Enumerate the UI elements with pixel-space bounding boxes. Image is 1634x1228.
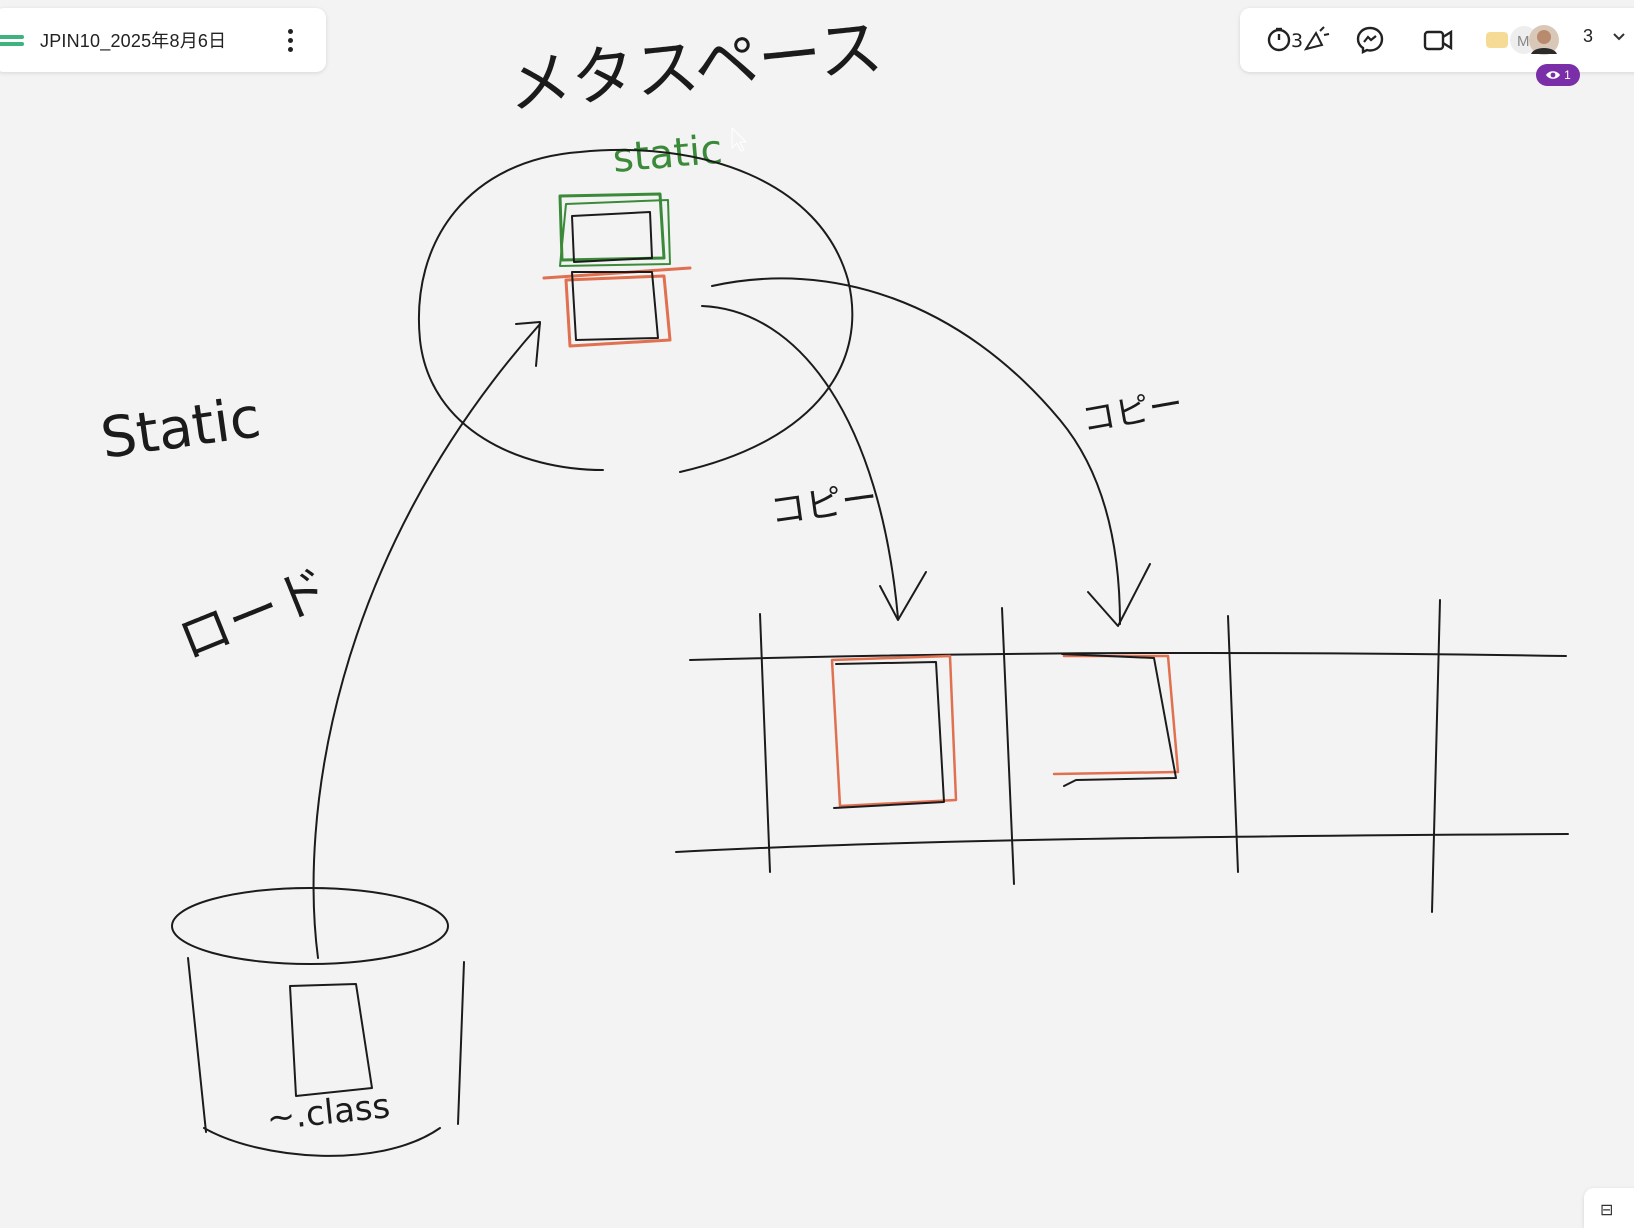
bucket-right — [457, 961, 465, 1125]
static-box-green — [558, 192, 666, 262]
cursor-icon — [731, 127, 747, 152]
copy-arrowhead-2 — [1087, 563, 1151, 627]
timer-icon: 3 — [1267, 26, 1330, 52]
bucket-bottom — [203, 1127, 441, 1157]
object-box-inner — [571, 271, 659, 341]
video-call-button[interactable] — [1420, 24, 1456, 56]
load-arrowhead — [515, 321, 541, 367]
panel-icon: ⊟ — [1600, 1200, 1614, 1219]
collaborators-count[interactable]: 3 — [1583, 26, 1594, 46]
board-title-card[interactable]: JPIN10_2025年8月6日 — [0, 8, 326, 72]
avatar: M — [1486, 25, 1559, 55]
static-box-green-2 — [559, 199, 671, 267]
heading-metaspace: メタスペース — [504, 11, 886, 124]
more-vertical-icon[interactable] — [284, 25, 296, 55]
load-label: ロード — [170, 558, 337, 672]
static-side-label: Static — [97, 385, 265, 472]
collaborators-avatars[interactable]: M — [1484, 24, 1574, 56]
array-object-1 — [833, 661, 945, 809]
array-divider-2 — [1001, 607, 1015, 885]
chevron-down-icon[interactable] — [1612, 32, 1626, 42]
viewers-badge[interactable]: 1 — [1536, 64, 1580, 86]
object-box-orange — [564, 274, 672, 348]
collaborator-initial: M — [1517, 33, 1530, 50]
bucket-top — [171, 887, 449, 965]
static-green-label: static — [611, 127, 724, 182]
copy-arrowhead-1 — [879, 571, 927, 621]
svg-text:3: 3 — [1291, 30, 1303, 52]
copy-label-2: コピー — [1079, 384, 1186, 441]
class-file-box — [289, 983, 373, 1097]
copy-arrow-2 — [711, 277, 1121, 625]
array-object-orange-1 — [830, 654, 958, 808]
array-divider-3 — [1227, 615, 1239, 873]
array-bottom-line — [675, 833, 1569, 853]
chat-button[interactable] — [1352, 24, 1388, 56]
bucket-left — [187, 957, 207, 1133]
metaspace-circle — [417, 148, 854, 473]
eye-icon — [1546, 71, 1561, 79]
copy-label-1: コピー — [768, 477, 881, 533]
class-file-label: ~.class — [265, 1086, 392, 1139]
static-box-inner — [571, 211, 653, 263]
array-divider-4 — [1431, 599, 1441, 913]
array-object-2 — [1061, 653, 1177, 787]
array-divider-1 — [759, 613, 771, 873]
load-arrow — [312, 323, 541, 959]
board-logo-icon — [0, 31, 24, 49]
collaboration-toolbar: 3 M — [1240, 8, 1634, 72]
copy-arrow-1 — [701, 305, 899, 619]
corner-panel-toggle[interactable]: ⊟ — [1584, 1188, 1634, 1228]
viewers-count: 1 — [1564, 68, 1571, 82]
board-title[interactable]: JPIN10_2025年8月6日 — [40, 31, 227, 51]
reactions-button[interactable]: 3 — [1264, 24, 1334, 56]
video-camera-icon — [1423, 29, 1453, 51]
messenger-icon — [1356, 26, 1384, 54]
array-object-orange-2 — [1052, 654, 1180, 776]
